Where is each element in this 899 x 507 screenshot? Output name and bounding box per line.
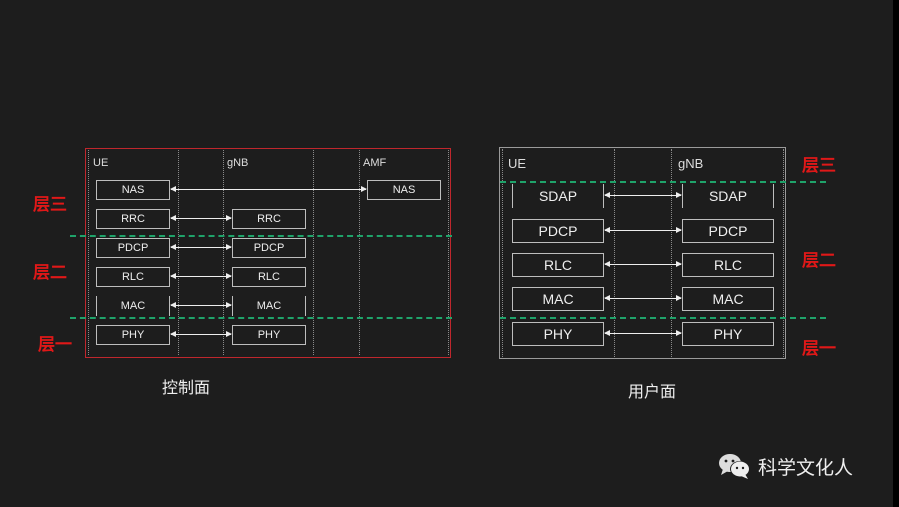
peer-arrow [170,272,232,279]
watermark: 科学文化人 [718,452,853,480]
wechat-icon [719,454,750,479]
column-header: AMF [363,157,387,169]
protocol-box-gnb: MAC [682,287,774,311]
protocol-box-ue: RRC [96,209,170,229]
column-divider [313,150,314,355]
column-divider [614,149,615,357]
column-header: UE [508,156,527,171]
peer-arrow [170,330,232,337]
layer-label: 层二 [802,251,836,271]
peer-arrow [604,260,682,267]
column-divider [178,150,179,355]
protocol-box-gnb: RLC [232,267,306,287]
peer-arrow [604,329,682,336]
column-header: UE [93,157,109,169]
column-divider [448,150,449,355]
control-plane-caption: 控制面 [162,378,211,397]
column-divider [671,149,672,357]
protocol-box-ue: RLC [512,253,604,277]
protocol-box-gnb: PDCP [682,219,774,243]
column-divider [502,149,503,357]
peer-arrow [170,301,232,308]
peer-arrow [604,294,682,301]
protocol-box-ue: SDAP [512,184,604,208]
protocol-box-gnb: PHY [232,325,306,345]
column-divider [783,149,784,357]
control-plane-frame [85,148,451,358]
column-divider [359,150,360,355]
peer-arrow [170,243,232,250]
protocol-box-gnb: RLC [682,253,774,277]
protocol-box-gnb: RRC [232,209,306,229]
layer-divider [70,235,452,237]
protocol-box-ue: MAC [512,287,604,311]
protocol-box-gnb: MAC [232,296,306,316]
layer-label: 层二 [33,263,67,283]
protocol-box-ue: PHY [512,322,604,346]
column-divider [223,150,224,355]
layer-divider [500,181,826,183]
column-header: gNB [678,156,704,171]
protocol-box-ue: PDCP [512,219,604,243]
layer-label: 层三 [33,195,67,215]
layer-label: 层一 [38,335,72,355]
protocol-box-gnb: SDAP [682,184,774,208]
layer-label: 层三 [802,156,836,176]
arrow-nas [170,185,367,192]
protocol-box-ue: MAC [96,296,170,316]
layer-divider [500,317,826,319]
column-header: gNB [227,157,249,169]
protocol-box-amf: NAS [367,180,441,200]
protocol-box-gnb: PHY [682,322,774,346]
user-plane-frame [499,147,786,359]
protocol-box-ue: NAS [96,180,170,200]
protocol-box-ue: RLC [96,267,170,287]
protocol-box-gnb: PDCP [232,238,306,258]
column-divider [88,150,89,355]
peer-arrow [604,226,682,233]
layer-label: 层一 [802,339,836,359]
peer-arrow [170,214,232,221]
protocol-box-ue: PDCP [96,238,170,258]
protocol-box-ue: PHY [96,325,170,345]
peer-arrow [604,191,682,198]
watermark-text: 科学文化人 [758,456,854,479]
user-plane-caption: 用户面 [628,382,677,401]
layer-divider [70,317,452,319]
